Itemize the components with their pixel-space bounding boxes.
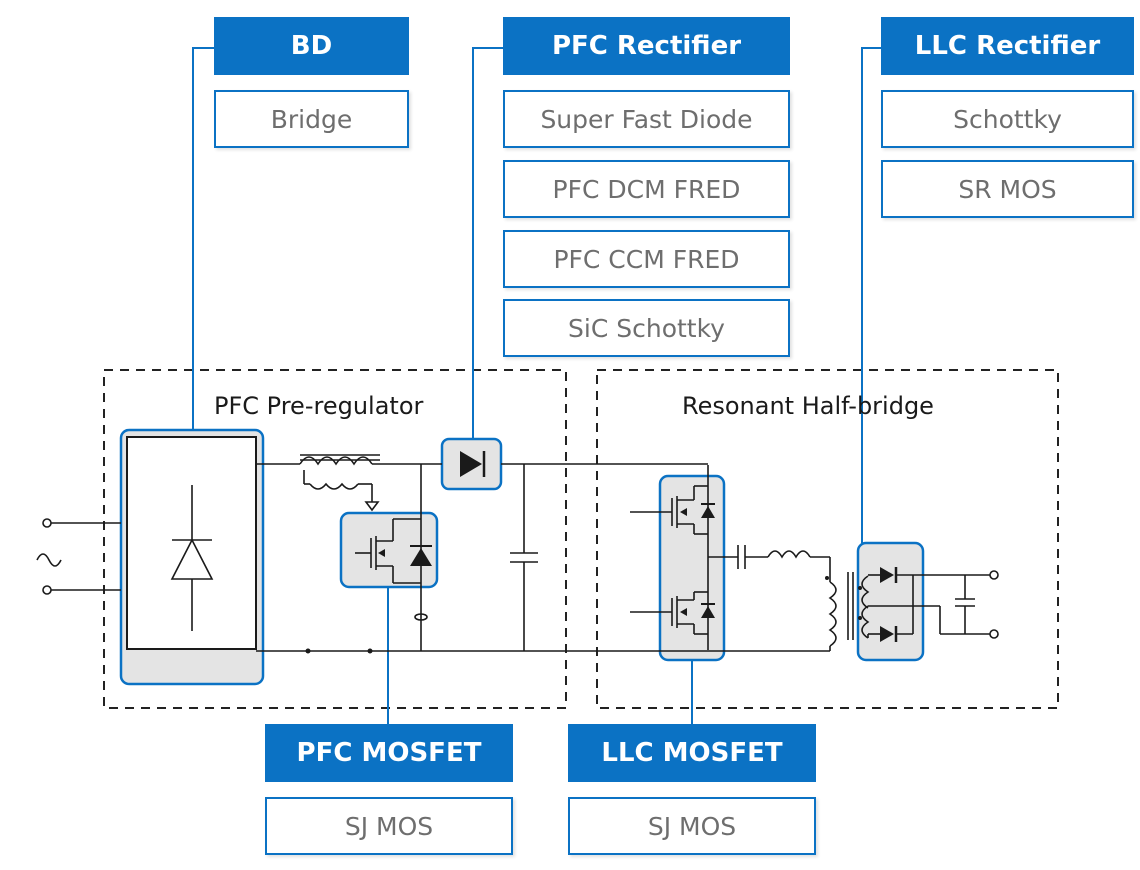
- llc-mosfet-title: LLC MOSFET: [568, 724, 816, 782]
- circuit-nodes: [305, 576, 862, 654]
- pfc-rectifier-item: PFC DCM FRED: [503, 160, 790, 218]
- llc-mosfet-component: [630, 465, 726, 662]
- llc-rectifier-item: SR MOS: [881, 160, 1134, 218]
- bd-title: BD: [214, 17, 409, 75]
- pfc-section-frame: [103, 369, 567, 709]
- pfc-rectifier-item: Super Fast Diode: [503, 90, 790, 148]
- bd-item-bridge: Bridge: [214, 90, 409, 148]
- circuit-wires: [36, 454, 993, 652]
- llc-rectifier-title: LLC Rectifier: [881, 17, 1134, 75]
- llc-rectifier-item: Schottky: [881, 90, 1134, 148]
- callout-lines: [192, 47, 881, 724]
- pfc-rectifier-item: SiC Schottky: [503, 299, 790, 357]
- pfc-mosfet-item: SJ MOS: [265, 797, 513, 855]
- resonant-section-label: Resonant Half-bridge: [682, 392, 934, 420]
- pfc-mosfet-title: PFC MOSFET: [265, 724, 513, 782]
- bridge-component: [119, 428, 265, 686]
- pfc-section-label: PFC Pre-regulator: [214, 392, 424, 420]
- pfc-mosfet-component: [339, 511, 439, 589]
- pfc-diode-component: [440, 437, 503, 491]
- resonant-section-frame: [596, 369, 1059, 709]
- pfc-rectifier-item: PFC CCM FRED: [503, 230, 790, 288]
- llc-mosfet-item: SJ MOS: [568, 797, 816, 855]
- terminals: [42, 518, 999, 639]
- pfc-rectifier-title: PFC Rectifier: [503, 17, 790, 75]
